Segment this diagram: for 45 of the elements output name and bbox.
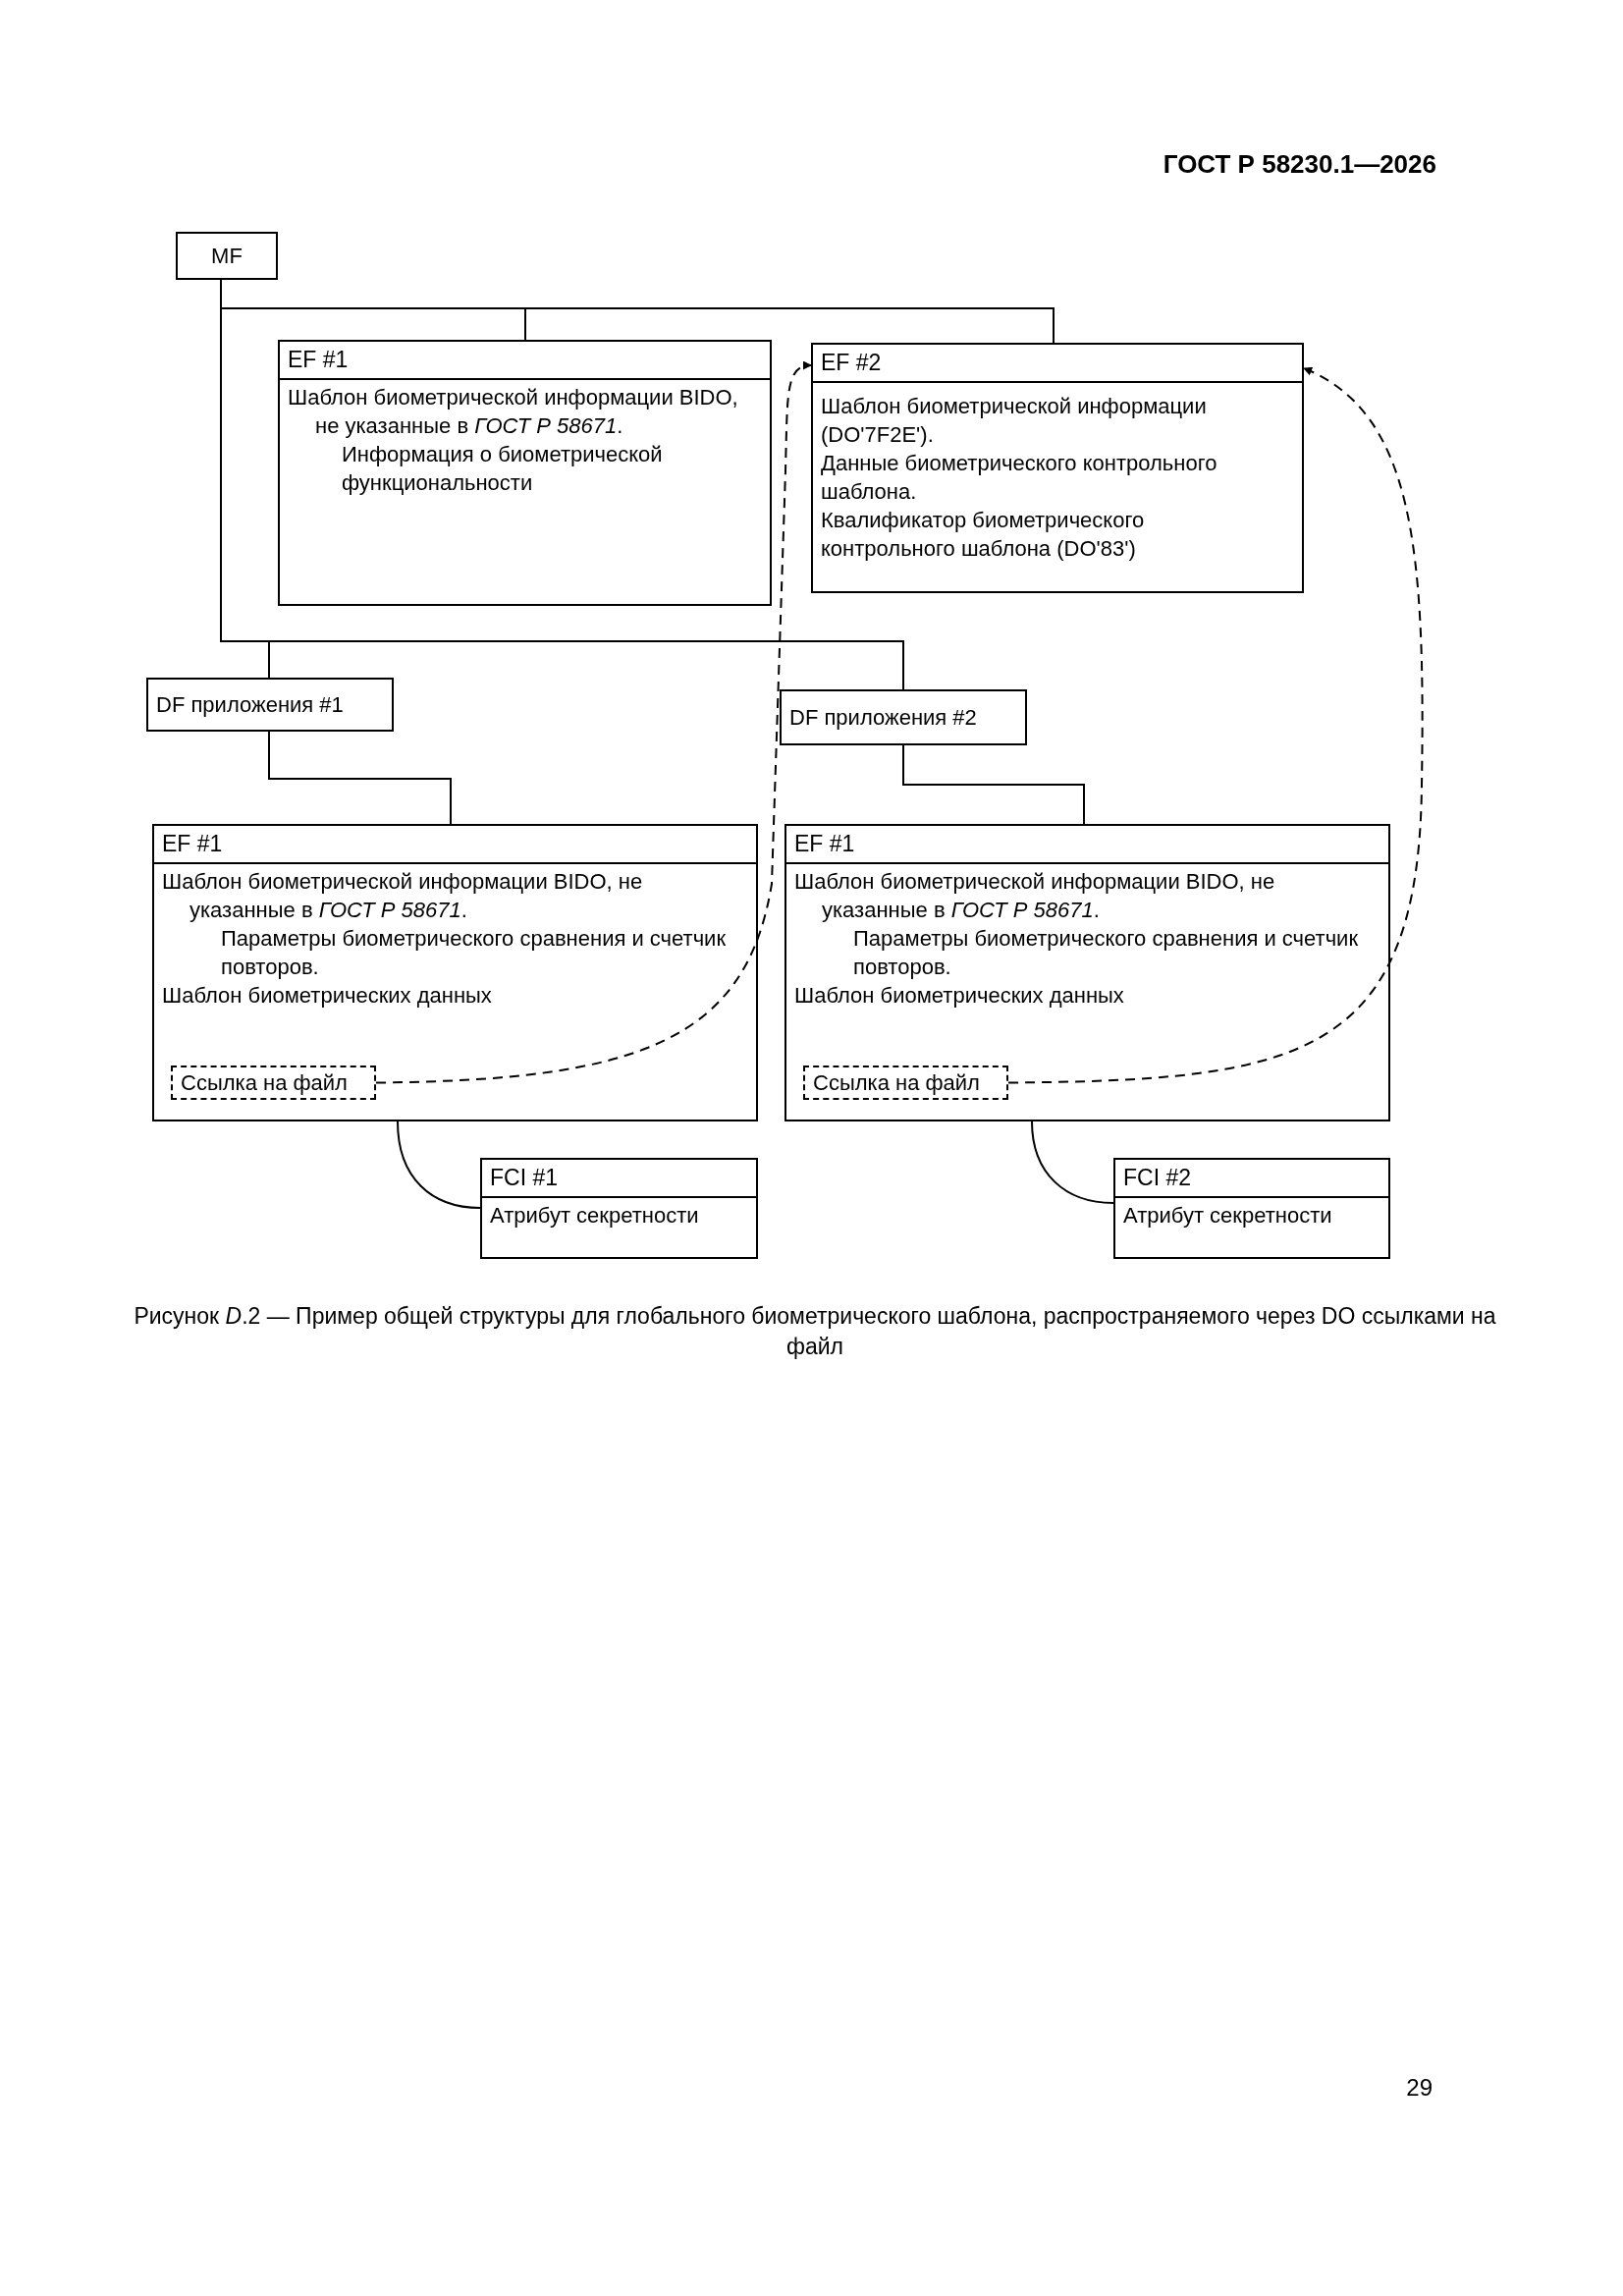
box-text: Шаблон биометрической информации BIDO, не указанные в ГОСТ Р 58671. xyxy=(288,384,739,440)
box-heading: EF #2 xyxy=(813,345,1302,383)
box-heading: EF #1 xyxy=(280,342,770,380)
box-heading: EF #1 xyxy=(154,826,756,864)
box-text: Информация о биометрической функциональности xyxy=(341,441,664,497)
box-label: Ссылка на файл xyxy=(180,1069,349,1097)
connector-line xyxy=(902,744,1085,825)
connector-line xyxy=(1031,1121,1114,1204)
dashed-arrow xyxy=(375,361,812,1084)
file-box xyxy=(811,343,1304,593)
file-box xyxy=(784,824,1390,1121)
dashed-reference-box xyxy=(171,1066,376,1100)
file-box xyxy=(278,340,772,606)
dashed-arrow xyxy=(1007,367,1424,1084)
box-text: Данные биометрического контрольного шаблона. xyxy=(821,450,1218,506)
file-box xyxy=(146,678,394,732)
box-heading: FCI #2 xyxy=(1115,1160,1388,1198)
document-number: ГОСТ Р 58230.1—2026 xyxy=(1163,149,1436,180)
box-label: MF xyxy=(210,243,243,270)
file-box xyxy=(152,824,758,1121)
box-label: DF приложения #2 xyxy=(788,704,978,732)
box-text: Шаблон биометрической информации BIDO, не указанные в ГОСТ Р 58671. xyxy=(794,868,1276,924)
file-box xyxy=(176,232,278,280)
box-text: Параметры биометрического сравнения и счетчик повторов. xyxy=(852,925,1359,981)
file-box xyxy=(480,1158,758,1259)
file-box xyxy=(1113,1158,1390,1259)
connector-line xyxy=(397,1121,481,1209)
connector-line xyxy=(220,279,904,690)
box-text: Шаблон биометрической информации (DO'7F2E'). xyxy=(821,393,1208,449)
box-heading: EF #1 xyxy=(786,826,1388,864)
dashed-reference-box xyxy=(803,1066,1008,1100)
box-text: Шаблон биометрической информации BIDO, не указанные в ГОСТ Р 58671. xyxy=(162,868,644,924)
box-text: Атрибут секретности xyxy=(1123,1202,1333,1230)
box-label: Ссылка на файл xyxy=(812,1069,981,1097)
box-heading: FCI #1 xyxy=(482,1160,756,1198)
box-text: Шаблон биометрических данных xyxy=(794,982,1125,1010)
box-text: Квалификатор биометрического контрольного шаблона (DO'83') xyxy=(821,507,1146,563)
figure-caption: Рисунок D.2 — Пример общей структуры для глобального биометрического шаблона, распространяемого через DO ссылками на файл xyxy=(133,1302,1497,1361)
file-box xyxy=(780,689,1027,745)
box-label: DF приложения #1 xyxy=(155,691,345,719)
page-number: 29 xyxy=(1406,2074,1433,2102)
box-text: Параметры биометрического сравнения и счетчик повторов. xyxy=(220,925,727,981)
box-text: Шаблон биометрических данных xyxy=(162,982,493,1010)
connector-line xyxy=(268,731,452,825)
box-text: Атрибут секретности xyxy=(490,1202,700,1230)
